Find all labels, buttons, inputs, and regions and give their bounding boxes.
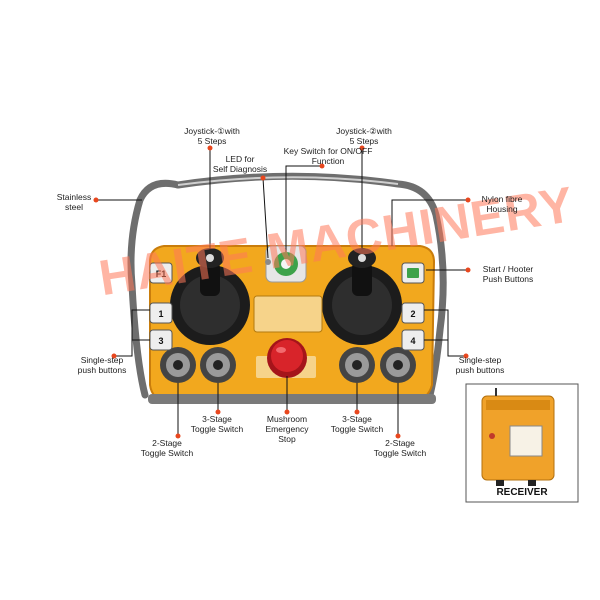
led-indicator (265, 259, 271, 265)
toggle-switch-3-stage-right[interactable] (339, 347, 375, 383)
label-single-step-left: Single-step push buttons (77, 355, 127, 375)
label-stainless-steel: Stainless steel (56, 192, 92, 212)
label-toggle-2-right: 2-Stage Toggle Switch (373, 438, 427, 458)
push-button-4-label: 4 (410, 336, 415, 346)
label-toggle-3-right: 3-Stage Toggle Switch (330, 414, 384, 434)
joystick-1[interactable] (170, 248, 250, 345)
mushroom-emergency-stop[interactable] (267, 338, 307, 378)
callout-dots (93, 145, 471, 439)
label-key-switch: Key Switch for ON/OFF Function (283, 146, 373, 166)
label-start-hooter: Start / Hooter Push Buttons (482, 264, 534, 284)
toggle-switch-2-stage-left[interactable] (160, 347, 196, 383)
f1-button[interactable]: F1 (149, 262, 173, 284)
f1-button-label: F1 (156, 269, 167, 279)
push-button-3[interactable]: 3 (149, 329, 173, 351)
start-hooter-button[interactable] (401, 262, 425, 284)
push-button-2[interactable]: 2 (401, 302, 425, 324)
toggle-switch-2-stage-right[interactable] (380, 347, 416, 383)
receiver-inset (465, 383, 579, 503)
push-button-3-label: 3 (158, 336, 163, 346)
label-led: LED for Self Diagnosis (212, 154, 268, 174)
label-joystick-1: Joystick-①with 5 Steps (184, 126, 240, 146)
callout-lines (96, 148, 468, 436)
label-joystick-2: Joystick-②with 5 Steps (336, 126, 392, 146)
label-toggle-3-left: 3-Stage Toggle Switch (190, 414, 244, 434)
stainless-steel-frame (127, 179, 182, 399)
label-single-step-right: Single-step push buttons (455, 355, 505, 375)
joystick-2[interactable] (322, 248, 402, 345)
label-toggle-2-left: 2-Stage Toggle Switch (140, 438, 194, 458)
push-button-4[interactable]: 4 (401, 329, 425, 351)
toggle-switch-3-stage-left[interactable] (200, 347, 236, 383)
label-mushroom-stop: Mushroom Emergency Stop (265, 414, 309, 444)
push-button-1[interactable]: 1 (149, 302, 173, 324)
receiver-label: RECEIVER (496, 487, 548, 498)
push-button-1-label: 1 (158, 309, 163, 319)
label-nylon-housing: Nylon fibre Housing (481, 194, 523, 214)
push-button-2-label: 2 (410, 309, 415, 319)
